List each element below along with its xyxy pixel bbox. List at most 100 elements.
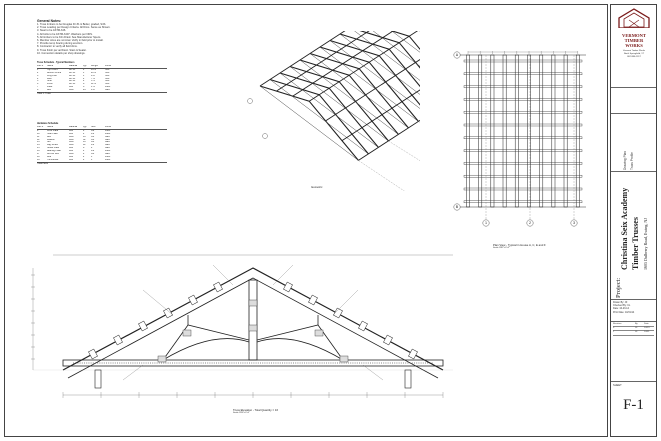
schedule-cell: Galv [105, 89, 110, 92]
tie-line [259, 85, 359, 161]
project-box: Project: Christina Seix Academy Timber T… [611, 171, 656, 300]
schedule-cell: King Post [47, 74, 57, 77]
drawing-sheet: General Notes: 1. Truss timbers to be Do… [4, 4, 608, 437]
truss-member [575, 54, 580, 208]
schedule-cell: Paint [105, 155, 111, 158]
schedule-cell: 1 [37, 68, 39, 71]
tie-line [269, 79, 369, 155]
schedule-cell: A307 [69, 141, 75, 144]
schedule-cell: Lag Screw [47, 144, 58, 147]
schedule-cell: 8'-2" [91, 74, 96, 77]
purlin-block [88, 348, 98, 360]
schedule-cell: 14'-6" [91, 68, 97, 71]
schedule-cell: A36 [69, 158, 74, 161]
schedule-cell: DF #1 [69, 74, 76, 77]
schedule-cell: S4S [105, 71, 110, 74]
schedule-cell: 4 [83, 153, 85, 156]
schedule-cell: A36 [69, 150, 74, 153]
schedule-cell: Heel Plate [47, 132, 58, 135]
purlin-line [276, 31, 370, 92]
schedule-cell: Part # [37, 64, 44, 67]
schedule-cell: 26'-0" [91, 71, 97, 74]
schedule-title: Truss Schedule - Typical Members [37, 62, 75, 64]
schedule-cell: Paint [105, 86, 111, 89]
purlin-member [463, 174, 583, 178]
schedule-cell: Bolt [47, 135, 51, 138]
schedule-cell: 1/2" [91, 150, 96, 153]
truss-member [527, 54, 531, 208]
revision-cell: JF [635, 331, 638, 334]
schedule-cell: S4S [105, 68, 110, 71]
schedule-cell: 16 [83, 135, 86, 138]
purlin-member [463, 59, 583, 63]
schedule-cell: A307 [69, 138, 75, 141]
grid-bubble [247, 98, 253, 104]
logo-line-2: TIMBER [624, 38, 644, 43]
schedule-cell: 7'-4" [91, 77, 96, 80]
schedule-cell: Paint [105, 150, 111, 153]
purlin-line [308, 31, 419, 102]
leader-line [332, 289, 359, 316]
purlin-member [463, 98, 583, 101]
grid-bubble [482, 219, 490, 227]
king-post [248, 279, 258, 361]
purlin-line [325, 59, 420, 122]
purlin-member [463, 110, 583, 114]
grid-line [358, 160, 405, 191]
truss-elevation [31, 254, 453, 398]
leader-line [362, 364, 384, 381]
schedule-cell: Galv [105, 138, 110, 141]
elevation-label: Truss Elevation - Total Quantity = 16 [233, 408, 279, 412]
schedule-cell: 3/4" [91, 135, 96, 138]
schedule-cell: DF #1 [69, 83, 76, 86]
notes-title: General Notes: [37, 19, 62, 23]
steel-plate [314, 329, 324, 337]
purlin-line [292, 31, 394, 97]
sheet-label: SHEET [613, 384, 622, 387]
schedule-cell: 2 [83, 158, 85, 161]
schedule-cell: Plate [47, 86, 53, 89]
steel-plate [157, 355, 167, 363]
schedule-cell: Galv [105, 153, 110, 156]
tie-line [289, 66, 389, 142]
schedule-cell: 14 [37, 144, 40, 147]
tie-line [339, 33, 420, 95]
arch-brace-left [162, 338, 250, 361]
schedule-cell: 12'-0" [91, 83, 97, 86]
schedule-cell: 1" [91, 155, 94, 158]
schedule-cell: Knife Plate [47, 129, 59, 132]
schedule-cell: 19 [37, 158, 40, 161]
isometric-label: Isometric [311, 185, 323, 189]
schedule-cell: 2 [37, 71, 39, 74]
schedule-cell: A307 [69, 153, 75, 156]
schedule-cell: Length [91, 64, 99, 67]
schedule-cell: 13 [37, 141, 40, 144]
schedule-cell: Anchor Bolt [47, 153, 59, 156]
schedule-cell: 0'-8" [91, 89, 96, 92]
tie-line [279, 72, 379, 148]
grid-col-label: 1 [485, 221, 487, 225]
schedule-cell: 24 [83, 89, 86, 92]
purlin-block [213, 281, 223, 293]
note-line: 6. Member sizes are nominal. Verify in f… [37, 39, 104, 43]
schedule-cell: 5'-1" [91, 80, 96, 83]
checked-by: Checked By: CL [613, 304, 631, 308]
leader-line [212, 264, 234, 286]
schedule-cell: 4 [83, 129, 85, 132]
schedule-cell: 2 [83, 132, 85, 135]
schedule-cell: 10 [37, 132, 40, 135]
purlin-block [333, 307, 343, 319]
schedule-cell: Paint [105, 129, 111, 132]
company-logo: VERMONT TIMBER WORKS Vermont Timber Work… [614, 8, 654, 60]
company-address-3: 802-886-1917 [627, 56, 641, 59]
